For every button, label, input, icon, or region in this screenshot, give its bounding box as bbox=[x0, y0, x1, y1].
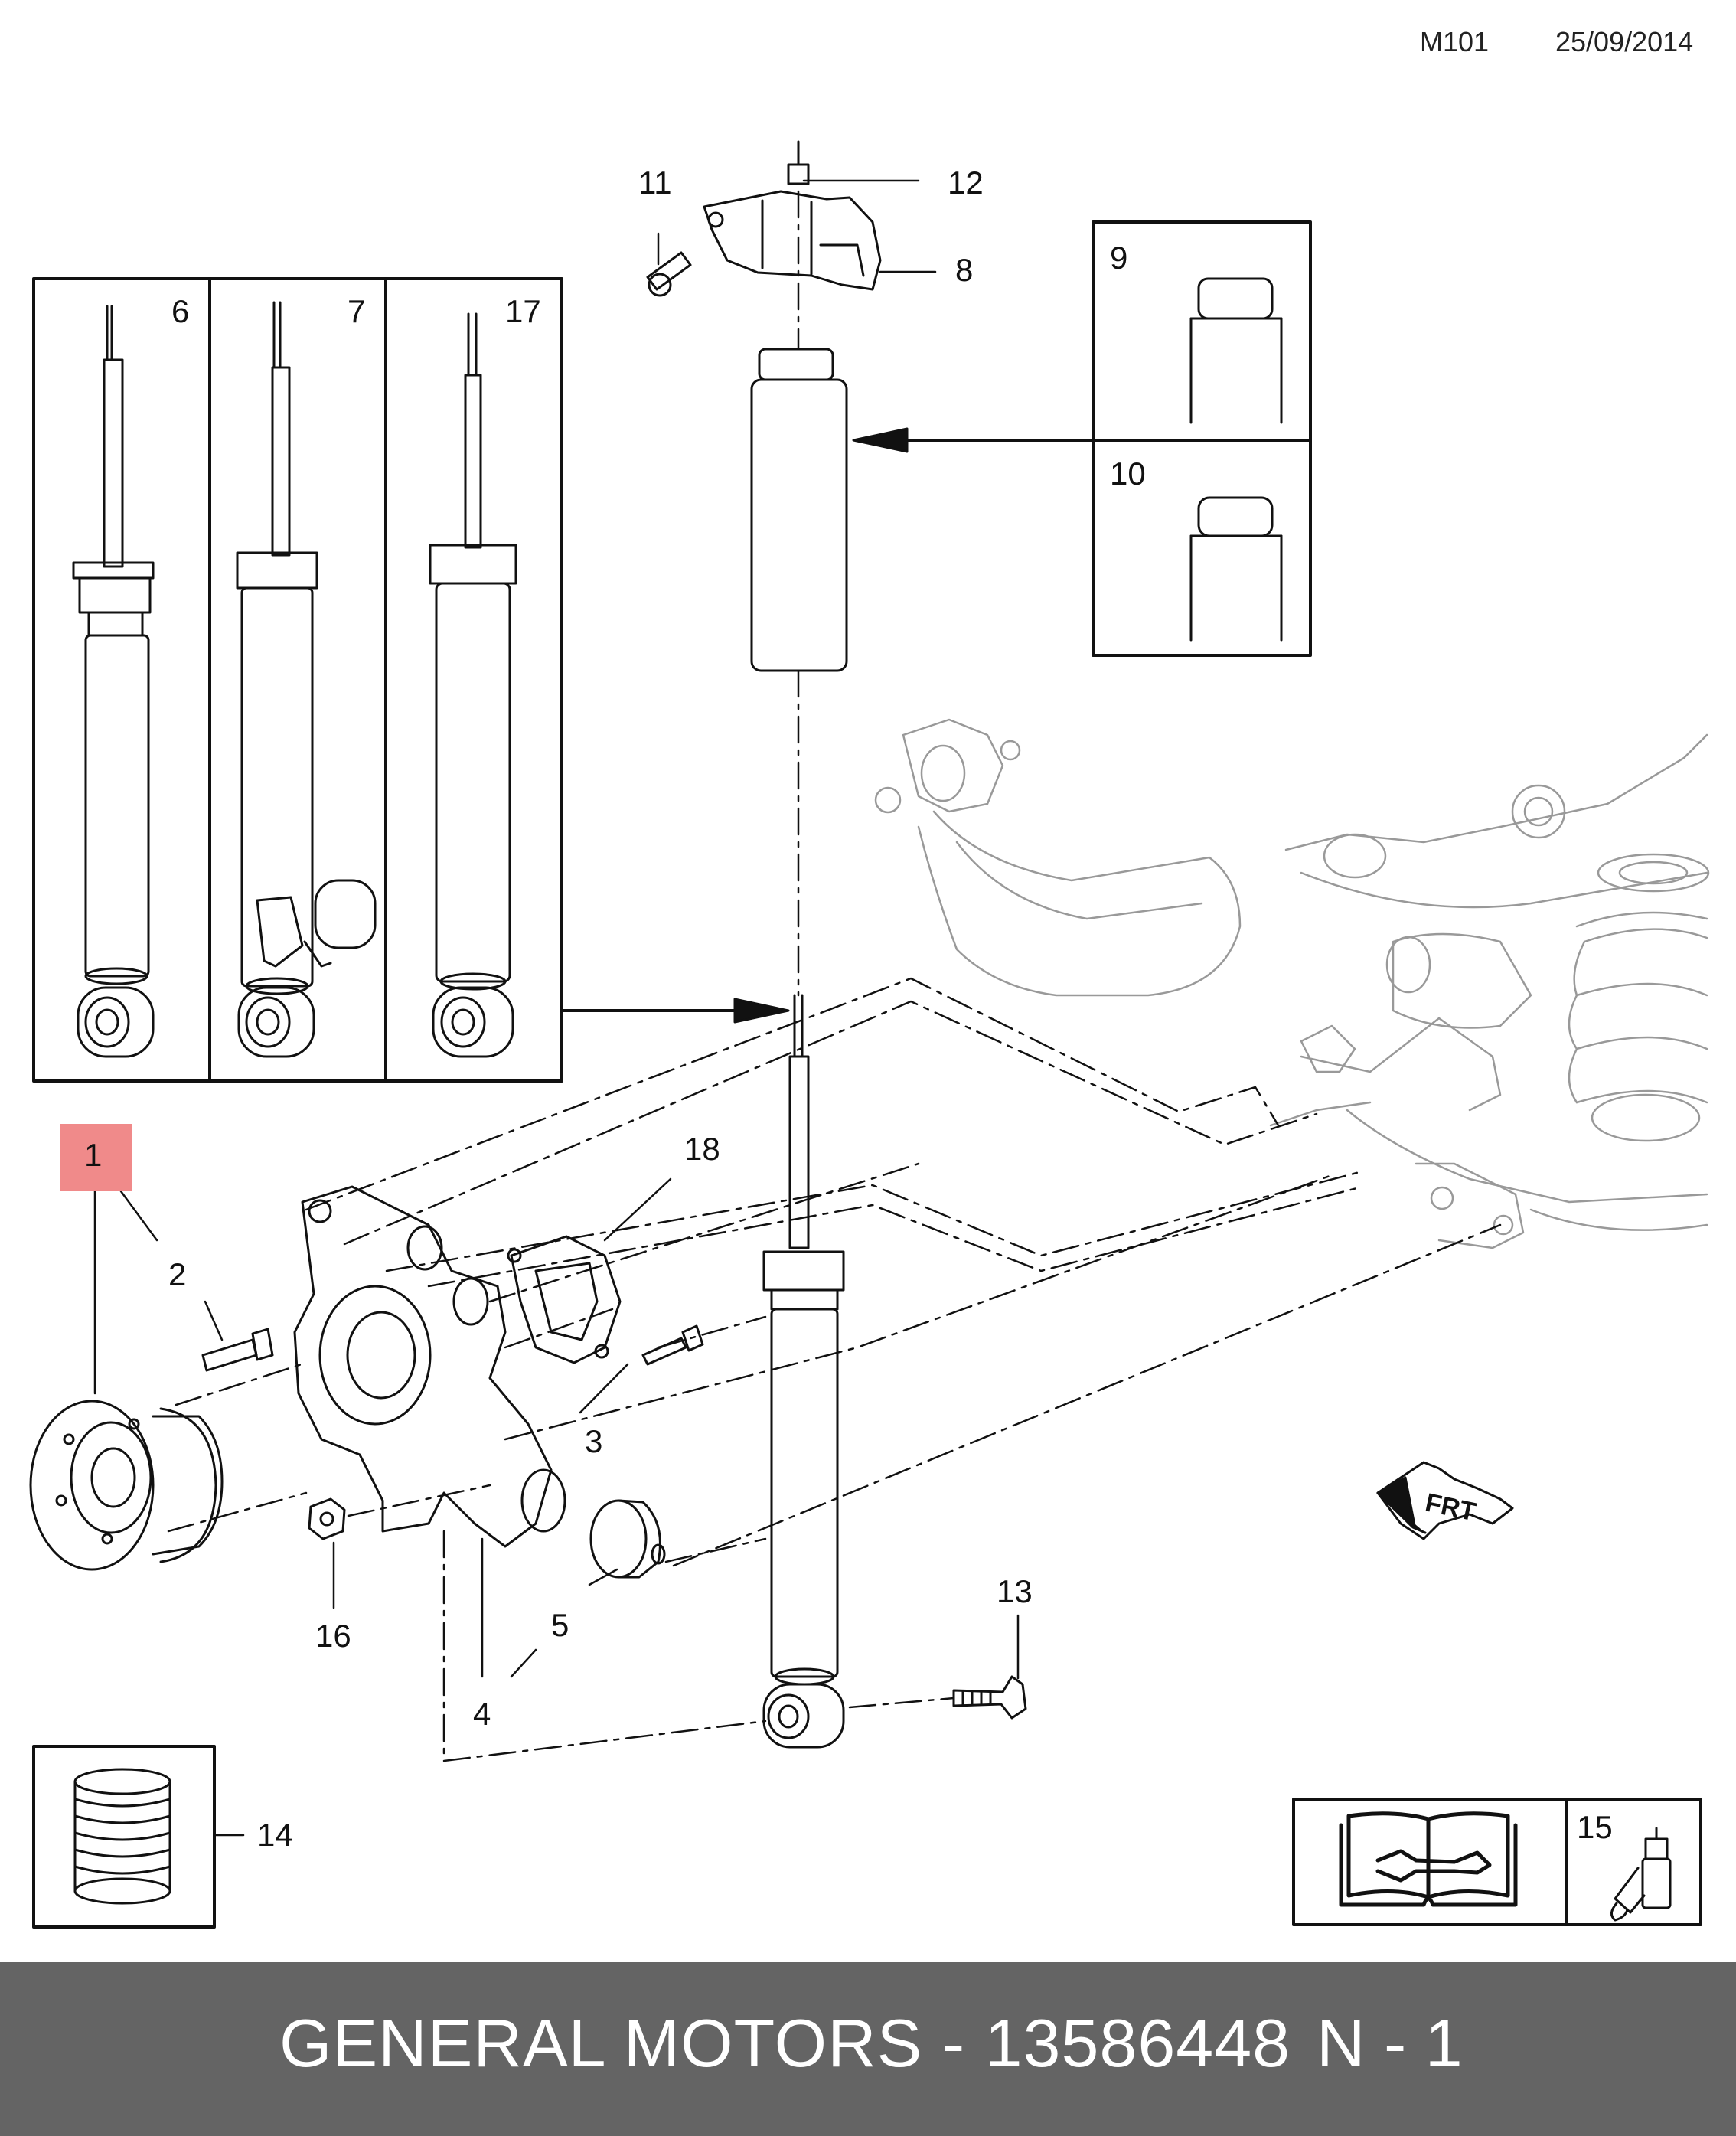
inset-box-15 bbox=[1292, 1798, 1702, 1926]
highlighted-part-marker bbox=[60, 1124, 132, 1191]
callout-16[interactable]: 16 bbox=[315, 1618, 351, 1654]
shock-absorber-variant-7 bbox=[236, 301, 377, 1058]
callout-17[interactable]: 17 bbox=[505, 293, 541, 329]
bolt-3 bbox=[641, 1324, 704, 1366]
callout-13[interactable]: 13 bbox=[997, 1573, 1033, 1609]
callout-18[interactable]: 18 bbox=[684, 1131, 720, 1167]
bump-stop-variant-9 bbox=[1189, 277, 1283, 424]
sealant-bottle-icon bbox=[1610, 1827, 1672, 1922]
assembly-guide-lines bbox=[167, 190, 1502, 1762]
callout-10[interactable]: 10 bbox=[1110, 456, 1146, 492]
part-quantity: N - 1 bbox=[1317, 2005, 1463, 2081]
bellows-14 bbox=[73, 1768, 171, 1905]
shock-absorber-variant-6 bbox=[72, 305, 155, 1058]
nut-16 bbox=[308, 1497, 346, 1540]
callout-15[interactable]: 15 bbox=[1577, 1809, 1613, 1845]
callout-4[interactable]: 4 bbox=[473, 1696, 491, 1732]
bolt-13 bbox=[952, 1675, 1027, 1720]
footer-bar bbox=[0, 1962, 1736, 2136]
callout-7[interactable]: 7 bbox=[348, 293, 366, 329]
callout-2[interactable]: 2 bbox=[168, 1256, 187, 1292]
callout-6[interactable]: 6 bbox=[171, 293, 190, 329]
part-number-title: GENERAL MOTORS - 13586448 bbox=[279, 2005, 1291, 2081]
leader-lines bbox=[93, 179, 1020, 1837]
steering-knuckle bbox=[293, 1185, 566, 1548]
front-direction-icon bbox=[1376, 1461, 1514, 1540]
bushing-5 bbox=[589, 1499, 666, 1579]
main-shock-absorber bbox=[762, 994, 845, 1749]
diagram-date: 25/09/2014 bbox=[1555, 26, 1694, 57]
shock-absorber-variant-17 bbox=[429, 312, 517, 1058]
parts-diagram bbox=[29, 140, 1710, 1929]
inset-box-14 bbox=[32, 1745, 216, 1929]
bracket-18 bbox=[507, 1235, 622, 1364]
callout-3[interactable]: 3 bbox=[585, 1423, 603, 1459]
dust-cover bbox=[750, 348, 848, 672]
manual-book-icon bbox=[1339, 1811, 1518, 1907]
callout-11[interactable]: 11 bbox=[638, 165, 672, 201]
callout-8[interactable]: 8 bbox=[955, 252, 974, 288]
callout-5[interactable]: 5 bbox=[551, 1607, 569, 1643]
wheel-hub bbox=[29, 1400, 224, 1571]
wheel-bolt-2 bbox=[201, 1328, 274, 1372]
callout-9[interactable]: 9 bbox=[1110, 240, 1128, 276]
callout-1[interactable]: 1 bbox=[84, 1137, 103, 1173]
rear-subframe-background bbox=[874, 718, 1710, 1249]
upper-mount-assembly bbox=[646, 140, 882, 297]
inset-box-variants bbox=[32, 277, 563, 1083]
bump-stop-variant-10 bbox=[1189, 496, 1283, 642]
callout-14[interactable]: 14 bbox=[257, 1817, 293, 1853]
diagram-code: M101 bbox=[1420, 26, 1490, 57]
callout-12[interactable]: 12 bbox=[948, 165, 984, 201]
